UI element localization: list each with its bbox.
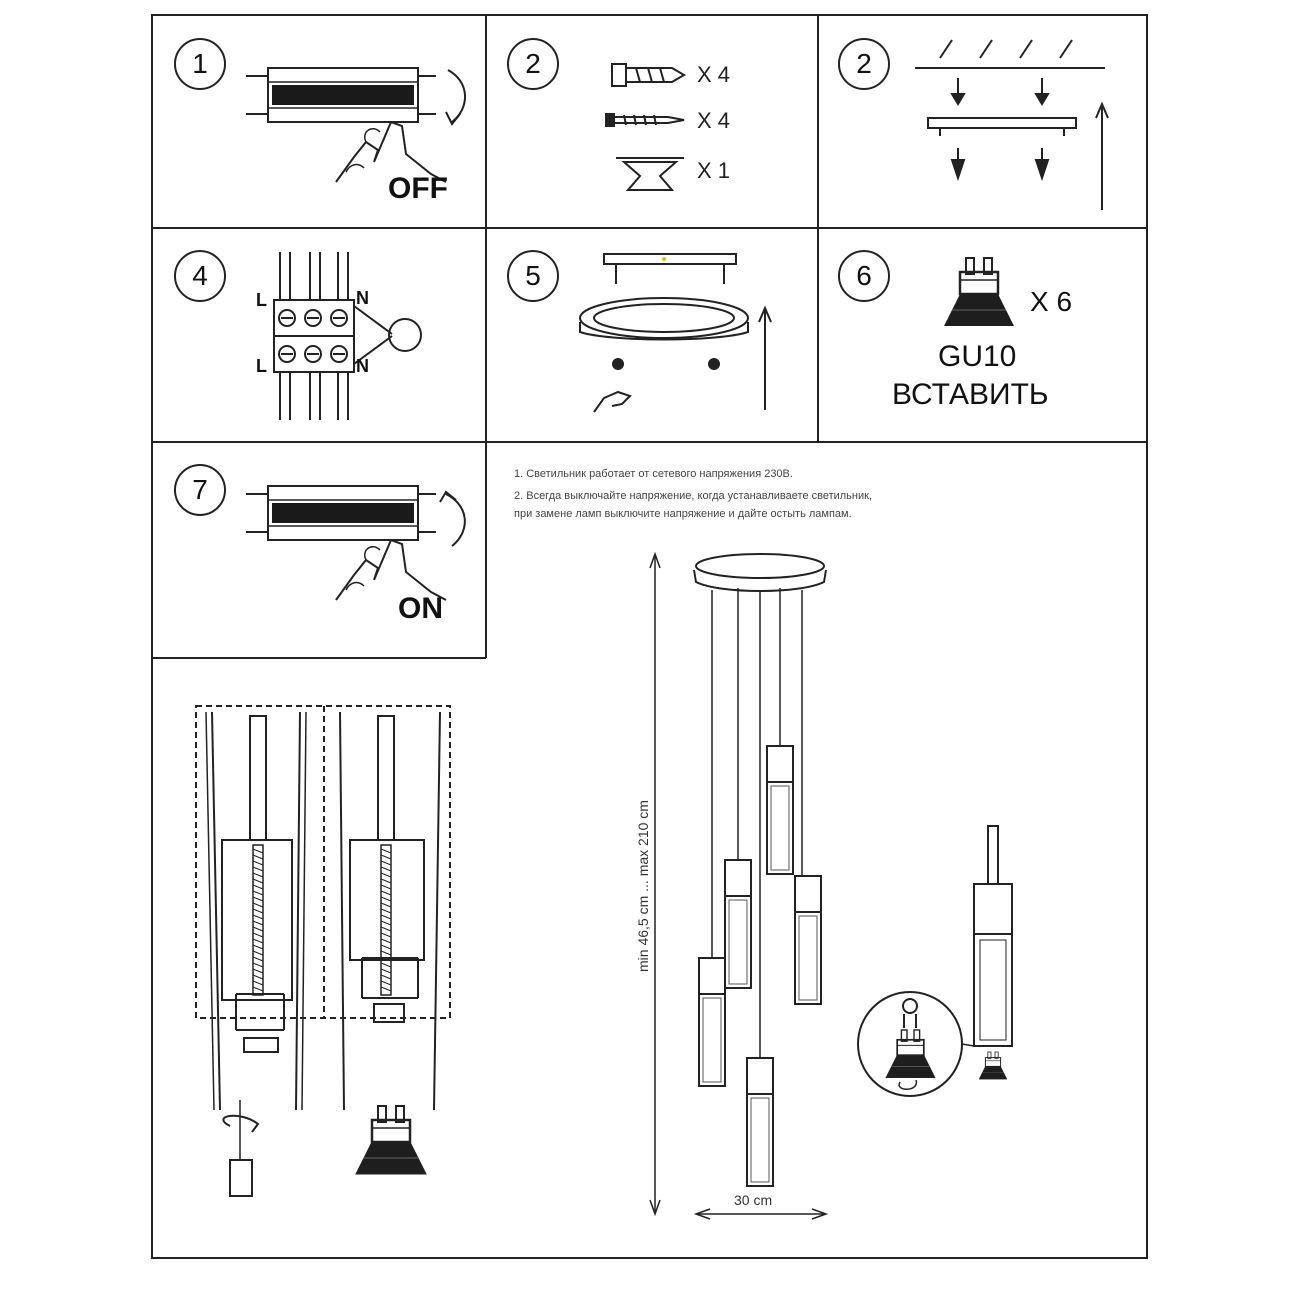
terminal-live-bottom: L [256, 356, 267, 376]
step-5-diagram [579, 253, 772, 413]
step-4-wiring-diagram [273, 252, 422, 420]
lamp-quantity: X 6 [1030, 286, 1073, 317]
safety-note-3: при замене ламп выключите напряжение и д… [514, 508, 852, 520]
switch-down-arrow-icon [447, 69, 466, 123]
hand-icon [593, 390, 632, 413]
height-dimension-label: min 46,5 cm ... max 210 cm [635, 800, 651, 972]
bracket-quantity: X 1 [697, 158, 731, 183]
step-2b-number: 2 [838, 38, 890, 90]
step-1-off-label: OFF [388, 172, 448, 205]
switch-up-arrow-icon [445, 493, 466, 547]
canopy-assembly-diagram [195, 705, 451, 1197]
chandelier-dimension-diagram [649, 551, 1013, 1220]
step-2-number: 2 [507, 38, 559, 90]
screw-quantity: X 4 [697, 108, 731, 133]
insert-lamp-label: ВСТАВИТЬ [892, 378, 1049, 411]
step-6-diagram [942, 256, 1016, 328]
step-grid [151, 14, 1148, 1259]
step-2-mounting-diagram [915, 39, 1109, 210]
accent-dot [662, 257, 666, 261]
step-7-on-label: ON [398, 592, 443, 625]
lamp-type-label: GU10 [938, 340, 1017, 373]
screw-icon [605, 113, 685, 127]
terminal-live-top: L [256, 290, 267, 310]
width-dimension-label: 30 cm [734, 1192, 773, 1208]
wall-plug-icon [611, 63, 686, 87]
terminal-neutral-bottom: N [356, 356, 369, 376]
safety-note-2: 2. Всегда выключайте напряжение, когда у… [514, 490, 873, 502]
step-2-parts-diagram [605, 63, 686, 191]
step-7-diagram [245, 485, 466, 601]
wall-plug-quantity: X 4 [697, 62, 731, 87]
step-1-diagram [245, 67, 466, 183]
step-1-number: 1 [174, 38, 226, 90]
step-6-number: 6 [838, 250, 890, 302]
lamp-load-icon [388, 318, 422, 352]
step-7-number: 7 [174, 464, 226, 516]
bracket-icon [616, 157, 684, 191]
step-4-number: 4 [174, 250, 226, 302]
terminal-neutral-top: N [356, 288, 369, 308]
step-5-number: 5 [507, 250, 559, 302]
safety-note-1: 1. Светильник работает от сетевого напря… [514, 468, 793, 480]
